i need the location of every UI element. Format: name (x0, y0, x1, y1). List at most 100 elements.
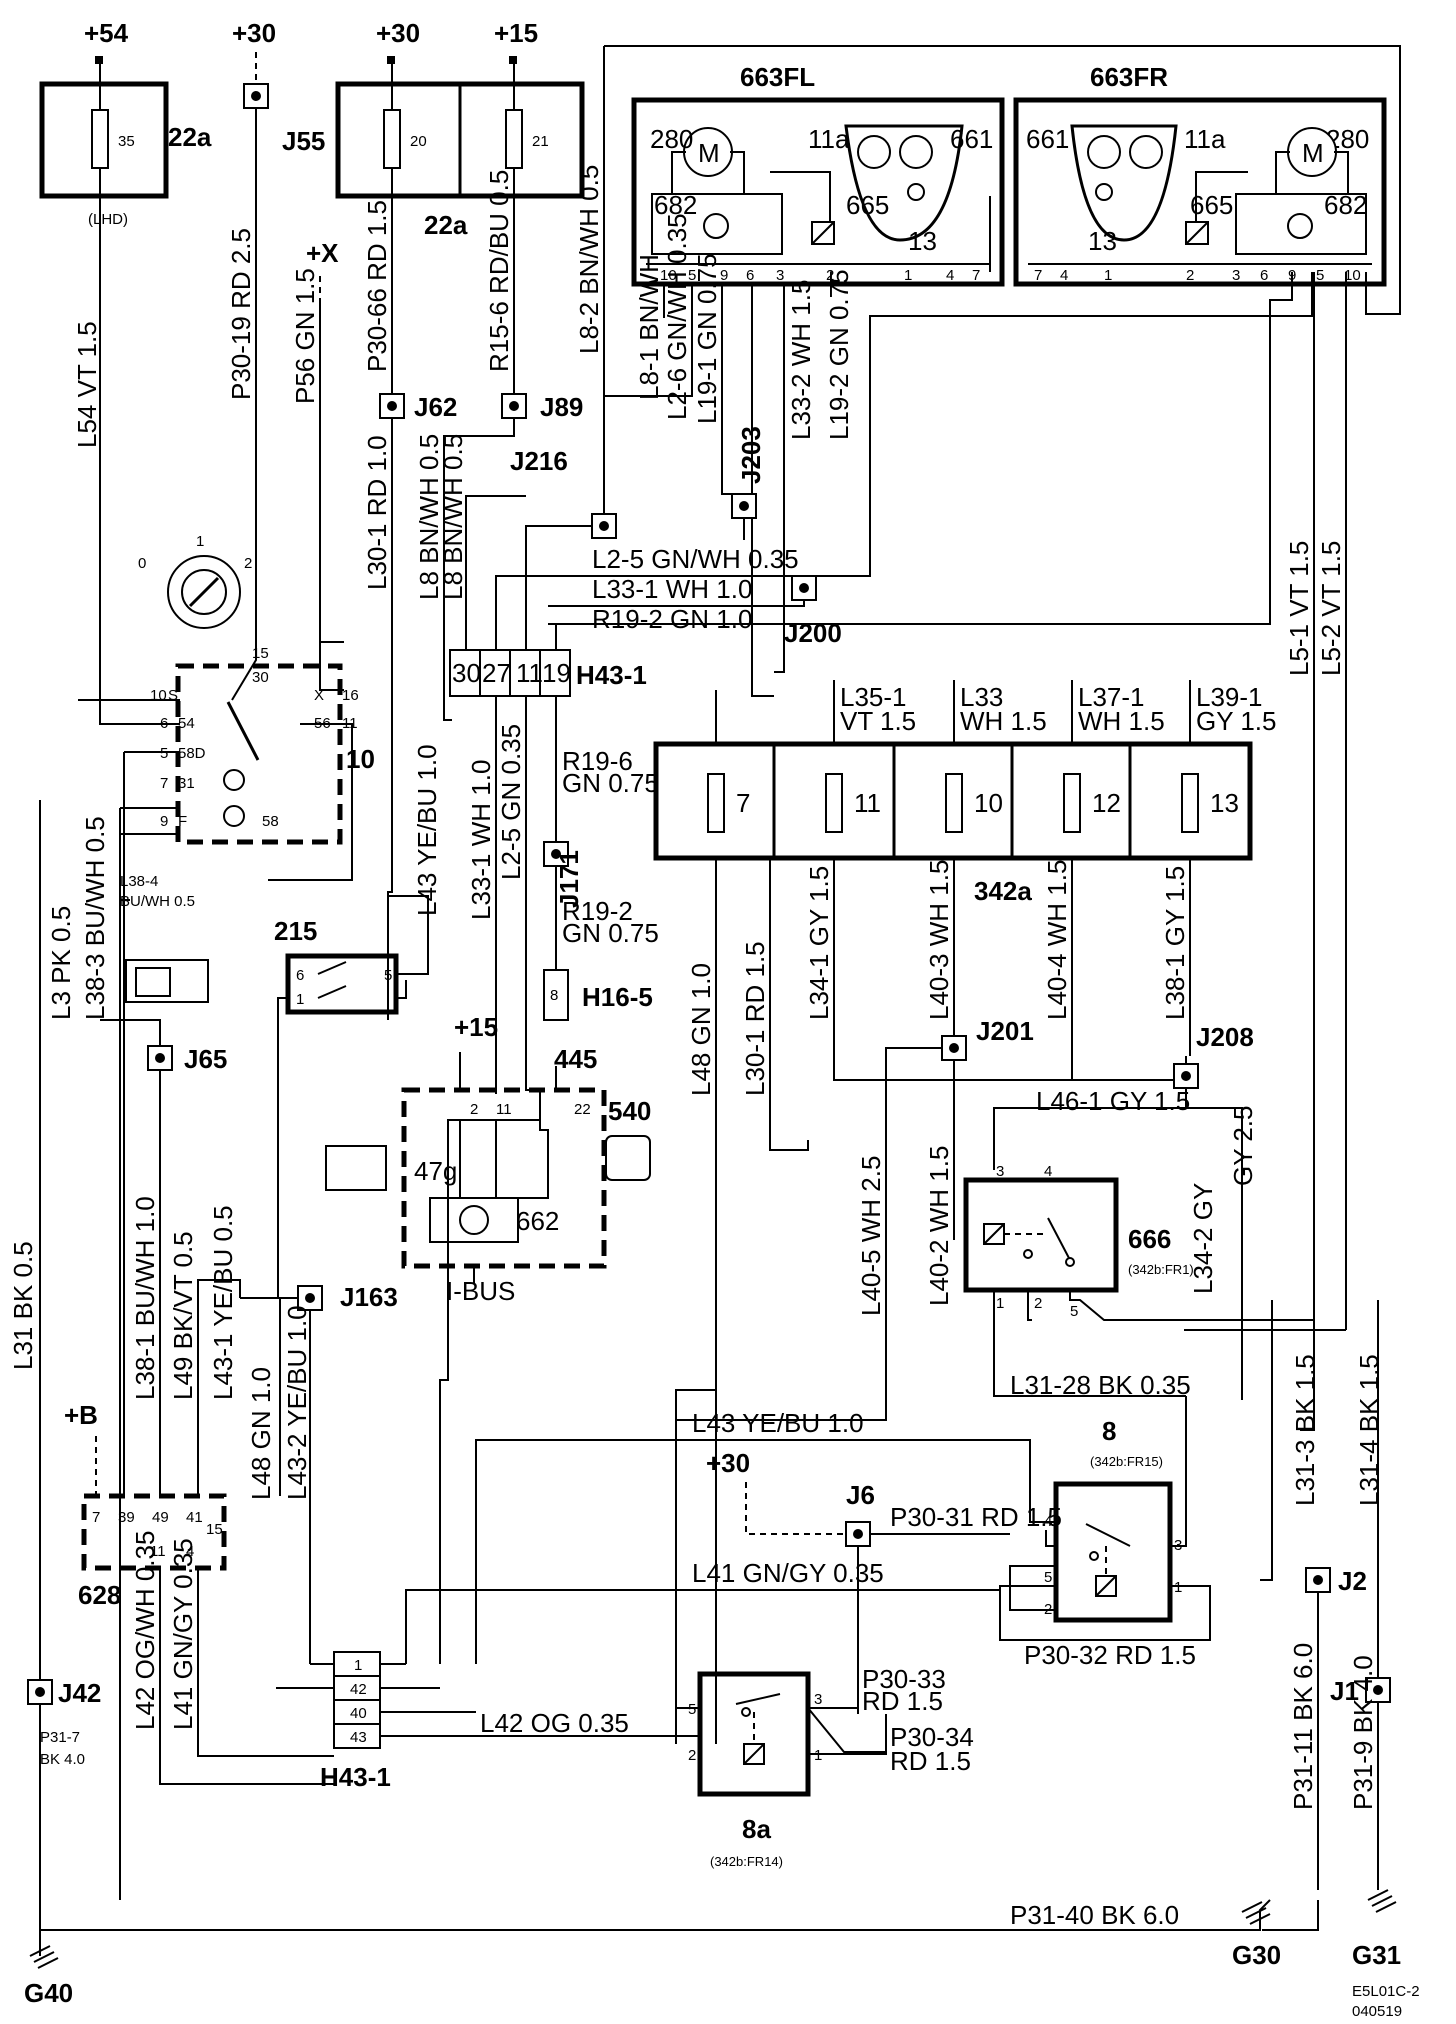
pin-label: 5 (160, 745, 168, 762)
pin-label: 1 (996, 1295, 1004, 1312)
relay-666-label: 666 (1128, 1224, 1171, 1254)
part-47g-label: 47g (414, 1156, 457, 1186)
fuse-box-label: 22a (424, 210, 468, 240)
wire-l35-1-label: L35-1 (840, 682, 907, 712)
pin-label: 15 (206, 1521, 223, 1538)
connector-628: +B 7 39 49 41 15 11 4 628 (64, 1400, 227, 1610)
junction-j203-label: J203 (736, 426, 766, 484)
junction-j201-label: J201 (976, 1016, 1034, 1046)
pin-label: 39 (118, 1509, 135, 1526)
wire-l31-28-label: L31-28 BK 0.35 (1010, 1370, 1191, 1400)
wire-l35-1-gauge: VT 1.5 (840, 706, 916, 736)
pin-label: 9 (720, 267, 728, 284)
pin-label: 11 (150, 1543, 166, 1560)
pin-label: 5 (1316, 267, 1324, 284)
ground-g31-label: G31 (1352, 1940, 1401, 1970)
relay-8a-label: 8a (742, 1814, 771, 1844)
fuse-label: 11 (854, 788, 881, 818)
relay-8a-sublabel: (342b:FR14) (710, 1854, 783, 1869)
relay-8: 8 (342b:FR15) 4 5 2 3 1 (1044, 1416, 1182, 1623)
dial-position-label: 0 (138, 555, 146, 572)
connector-h43-1-top: 30 27 11 19 H43-1 (449, 649, 647, 697)
junction-j200-label: J200 (784, 618, 842, 648)
pin-label: 30 (452, 658, 481, 688)
wire-l43-1-label: L43-1 YE/BU 0.5 (208, 1205, 238, 1400)
wire-l2-6-label: L2-6 GN/WH 0.35 (662, 213, 692, 420)
pin-11a-label: 11a (1184, 124, 1226, 154)
pin-label: 4 (186, 1543, 194, 1560)
wire-p31-9-label: P31-9 BK 4.0 (1348, 1655, 1378, 1810)
junction-j1-label: J1 (1330, 1676, 1359, 1706)
wire-l48-label: L48 GN 1.0 (686, 963, 716, 1096)
wire-l33-2-label: L33-2 WH 1.5 (786, 280, 816, 440)
fuse-label: 13 (1210, 788, 1239, 818)
wire-p30-33-gauge: RD 1.5 (862, 1686, 943, 1716)
pin-label: 1 (296, 991, 304, 1008)
pin-11a-label: 11a (808, 124, 850, 154)
pin-label: 11 (516, 658, 543, 688)
junction-j65: J65 (147, 1044, 227, 1074)
switch-215-label: 215 (274, 916, 317, 946)
supply-15-label: +15 (494, 18, 538, 48)
supply-30c-label: +30 (706, 1448, 750, 1478)
wire-l5-1-label: L5-1 VT 1.5 (1284, 541, 1314, 676)
pin-280-label: 280 (650, 124, 693, 154)
relay-8-sublabel: (342b:FR15) (1090, 1454, 1163, 1469)
wire-p30-19-label: P30-19 RD 2.5 (226, 228, 256, 400)
connector-h43-1-label: H43-1 (576, 660, 647, 690)
wire-l42-label: L42 OG/WH 0.35 (130, 1531, 160, 1730)
pin-label: 8 (550, 987, 558, 1004)
wire-l2-5-label: L2-5 GN/WH 0.35 (592, 544, 799, 574)
supply-30-label: +30 (232, 18, 276, 48)
junction-j6-label: J6 (846, 1480, 875, 1510)
wire-r19-2-label: R19-2 GN 1.0 (592, 604, 752, 634)
junction-j62: J62 (379, 392, 457, 422)
fuse-label: 10 (974, 788, 1003, 818)
pin-label: 3 (996, 1163, 1004, 1180)
dial-position-label: 2 (244, 555, 252, 572)
wire-p56-label: P56 GN 1.5 (290, 268, 320, 404)
pin-label: 3 (776, 267, 784, 284)
junction-j65-label: J65 (184, 1044, 227, 1074)
pin-label: 10 (660, 267, 677, 284)
pin-13-label: 13 (1088, 226, 1117, 256)
wire-l34-2-label: L34-2 GY (1188, 1183, 1218, 1294)
pin-label: 31 (178, 775, 195, 792)
wire-l38-4-label: L38-4 (120, 873, 158, 890)
connector-628-label: 628 (78, 1580, 121, 1610)
diagram-code-label: E5L01C-2 (1352, 1983, 1420, 2000)
lhd-label: (LHD) (88, 211, 128, 228)
pin-label: 42 (350, 1681, 367, 1698)
relay-666: 3 4 1 2 5 666 (342b:FR1) (963, 1163, 1194, 1320)
junction-j55-label: J55 (282, 126, 325, 156)
lamp-fr-title: 663FR (1090, 62, 1168, 92)
pin-label: 6 (746, 267, 754, 284)
wire-l33-label: L33 (960, 682, 1003, 712)
junction-j62-label: J62 (414, 392, 457, 422)
pin-label: 19 (542, 658, 571, 688)
pin-label: 7 (92, 1509, 100, 1526)
wire-l39-1-label: L39-1 (1196, 682, 1263, 712)
module-540-label: 540 (608, 1096, 651, 1126)
diagram-date-label: 040519 (1352, 2003, 1402, 2020)
wire-p30-32-label: P30-32 RD 1.5 (1024, 1640, 1196, 1670)
pin-label: 5 (1070, 1303, 1078, 1320)
pin-label: 5 (688, 267, 696, 284)
wire-l19-2-label: L19-2 GN 0.75 (824, 269, 854, 440)
pin-label: 1 (1174, 1579, 1182, 1596)
part-662-label: 662 (516, 1206, 559, 1236)
pin-label: 10 (1344, 267, 1361, 284)
pin-label: 5 (1044, 1569, 1052, 1586)
wire-l8b-label: L8 BN/WH 0.5 (438, 434, 468, 600)
pin-label: 4 (1044, 1163, 1052, 1180)
ground-g40-icon: G40 (24, 1930, 73, 2008)
fuse-21-label: 21 (532, 133, 549, 150)
motor-icon: M (698, 138, 720, 168)
pin-label: 2 (1186, 267, 1194, 284)
wire-l8-label: L8 BN/WH 0.5 (414, 434, 444, 600)
wire-l40-5-label: L40-5 WH 2.5 (856, 1156, 886, 1316)
wire-l8-1-label: L8-1 BN/WH (634, 254, 664, 400)
fuse-box-342a-label: 342a (974, 876, 1032, 906)
fuse-35-label: 35 (118, 133, 135, 150)
